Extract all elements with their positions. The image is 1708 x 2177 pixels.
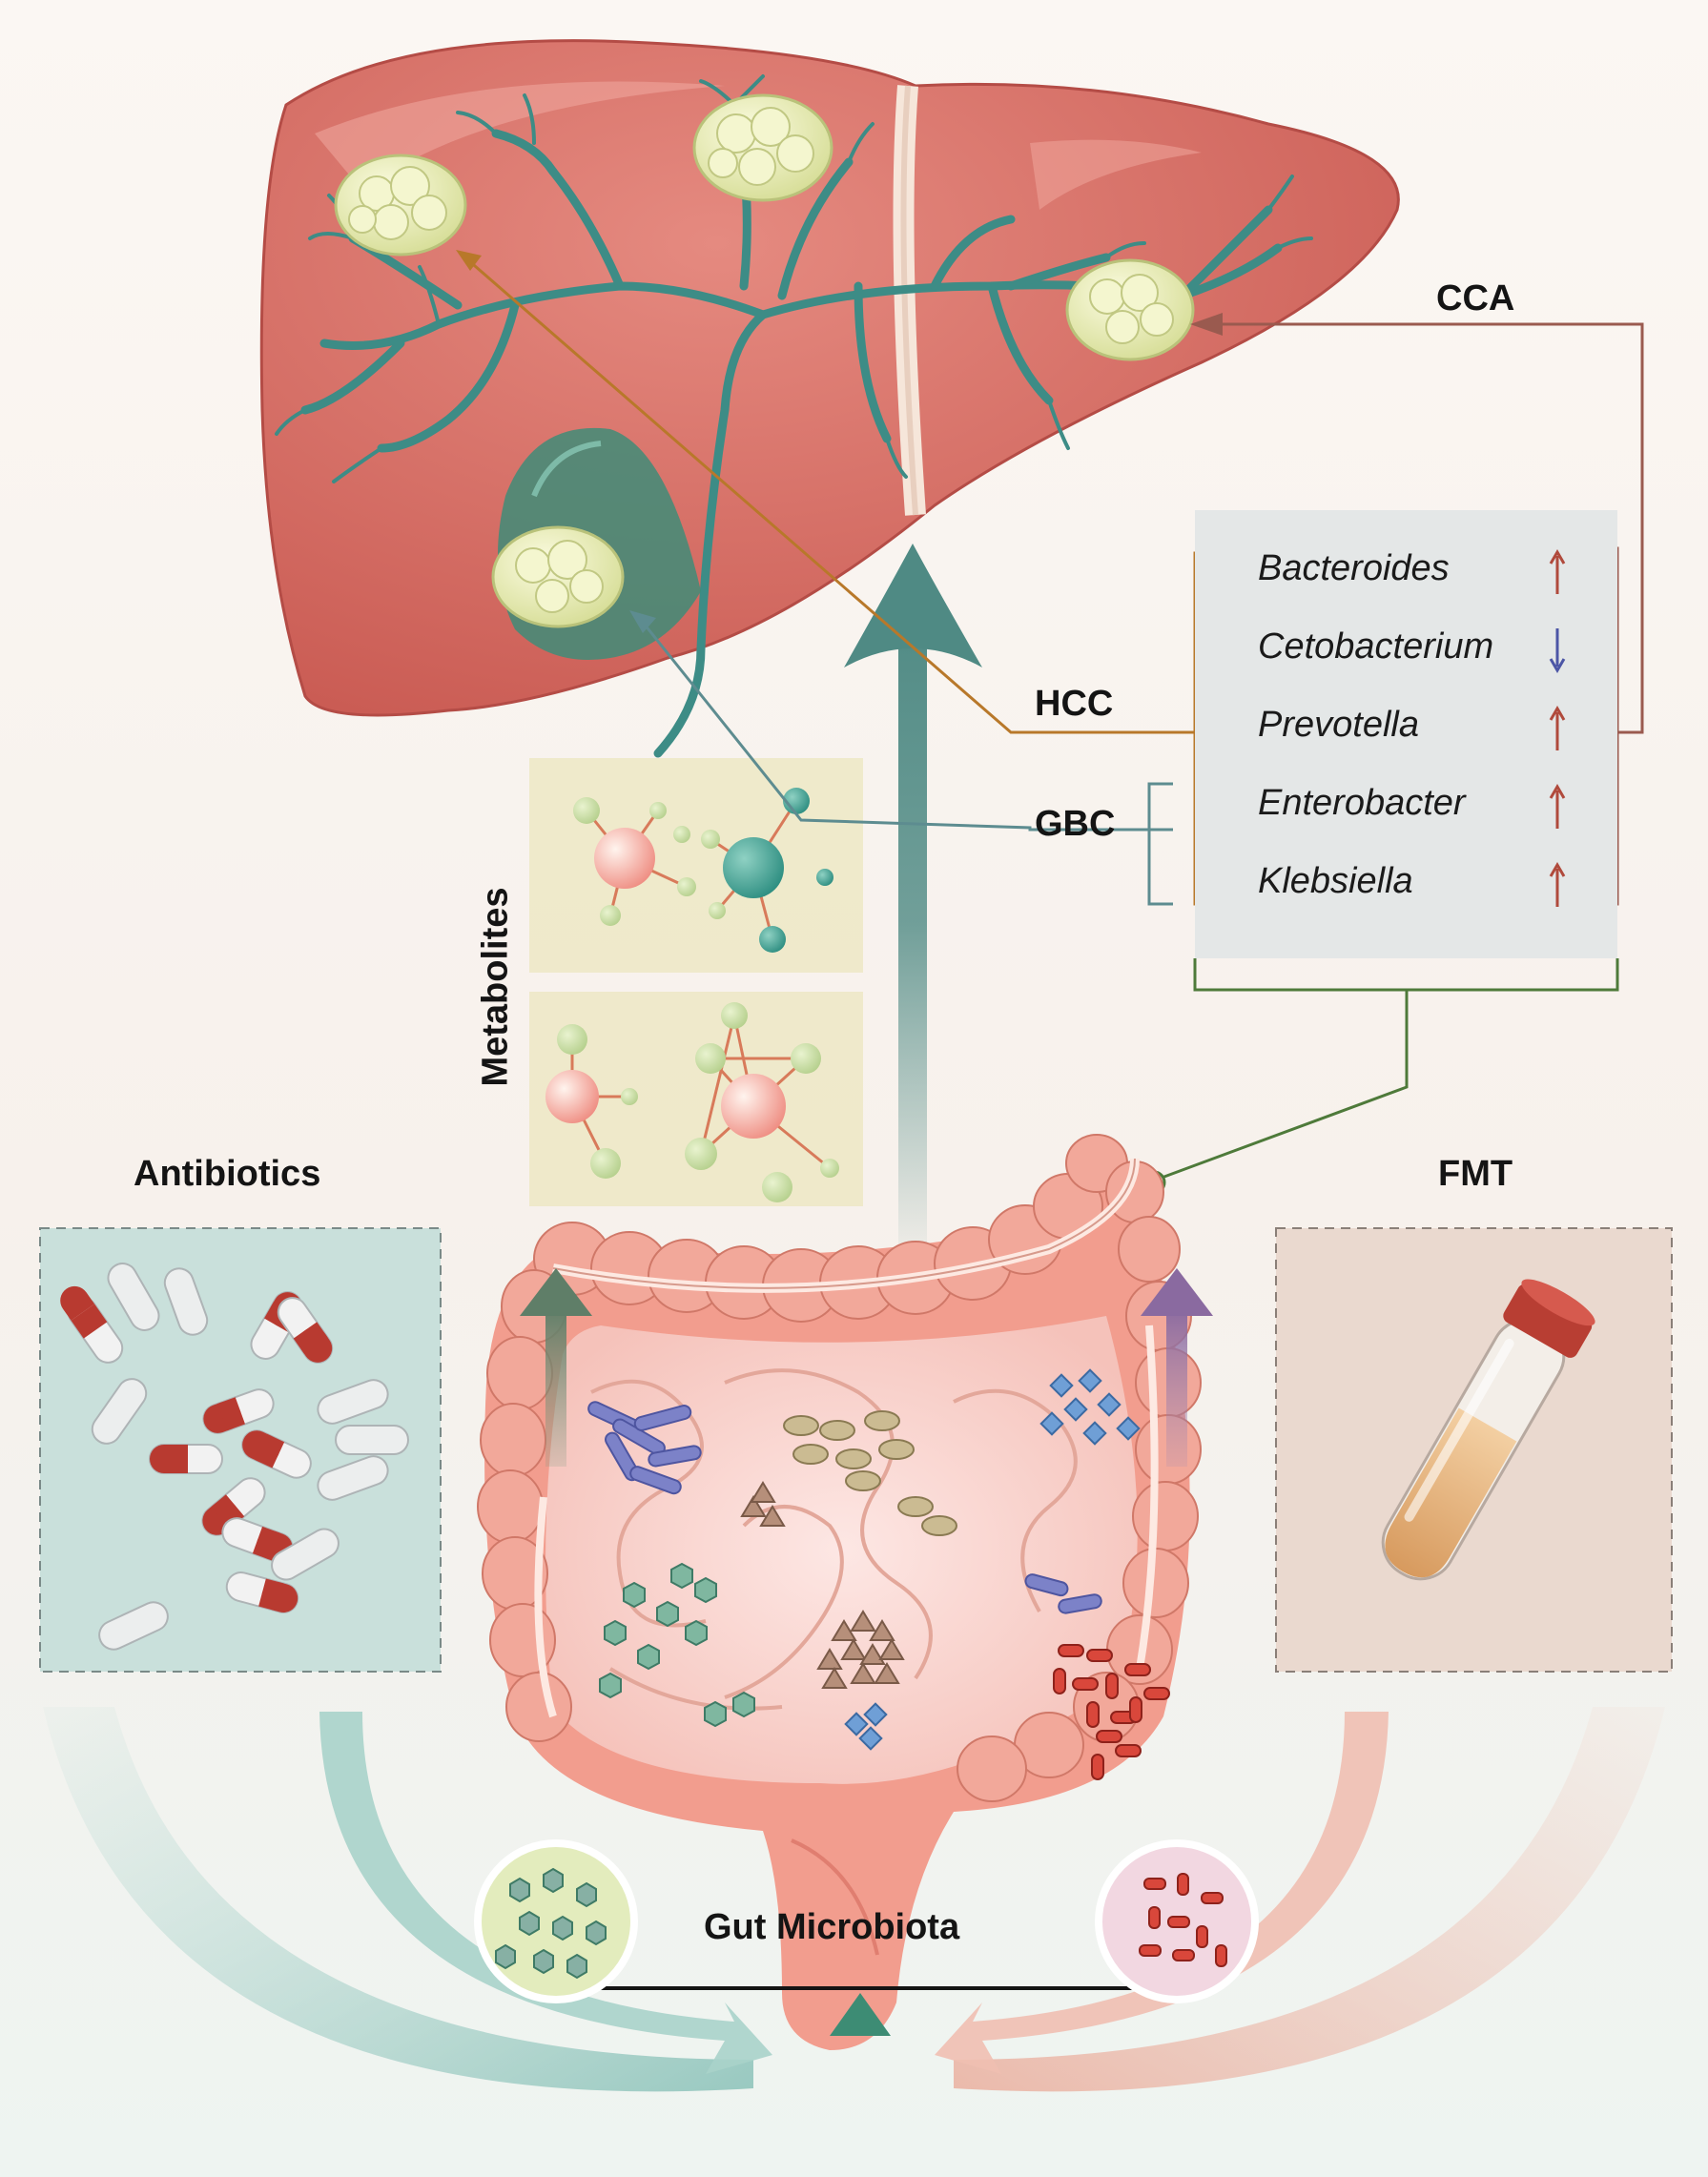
bacteria-icon [587,1368,1170,1780]
balance-scale [474,1268,1259,2036]
bile-duct-tree [300,100,1283,758]
up-arrow-icon [1549,862,1566,907]
test-tube-icon [1381,1279,1595,1581]
taxon-label: Klebsiella [1258,861,1413,901]
taxon-label: Prevotella [1258,705,1419,745]
metabolites-label: Metabolites [475,887,516,1087]
up-arrow-icon [1549,784,1566,829]
taxon-label: Bacteroides [1258,548,1450,588]
down-arrow-icon [1549,628,1566,673]
antibiotics-panel [39,1227,442,1673]
cca-arrowhead [1190,313,1223,336]
fulcrum-icon [830,1993,891,2036]
hcc-arrowhead [456,250,482,271]
up-arrow-icon [1549,706,1566,750]
fmt-link-line [1153,958,1619,1182]
intestines [477,1134,1202,2050]
up-arrow-icon [1549,549,1566,594]
hcc-label: HCC [1035,684,1114,724]
metabolites-panel [529,758,863,1206]
cca-link-line [1197,322,1644,734]
taxa-bracket-gbc [1030,782,1173,906]
antibiotics-label: Antibiotics [134,1154,321,1194]
gbc-label: GBC [1035,804,1116,844]
capsule-icon [60,1263,409,1651]
taxa-panel: Bacteroides Cetobacterium Prevotella Ent… [1195,510,1617,958]
tumor-icon [334,93,1195,628]
bile-duct-branches [275,74,1313,483]
hcc-link-line [466,257,1195,734]
fmt-label: FMT [1438,1154,1513,1194]
fmt-panel [1275,1227,1673,1673]
gut-microbiota-label: Gut Microbiota [704,1907,960,1947]
gut-liver-axis-arrow [844,544,982,1249]
taxon-label: Enterobacter [1258,783,1466,823]
cca-label: CCA [1436,278,1515,318]
taxon-label: Cetobacterium [1258,626,1494,667]
gbc-arrowhead [629,610,656,633]
